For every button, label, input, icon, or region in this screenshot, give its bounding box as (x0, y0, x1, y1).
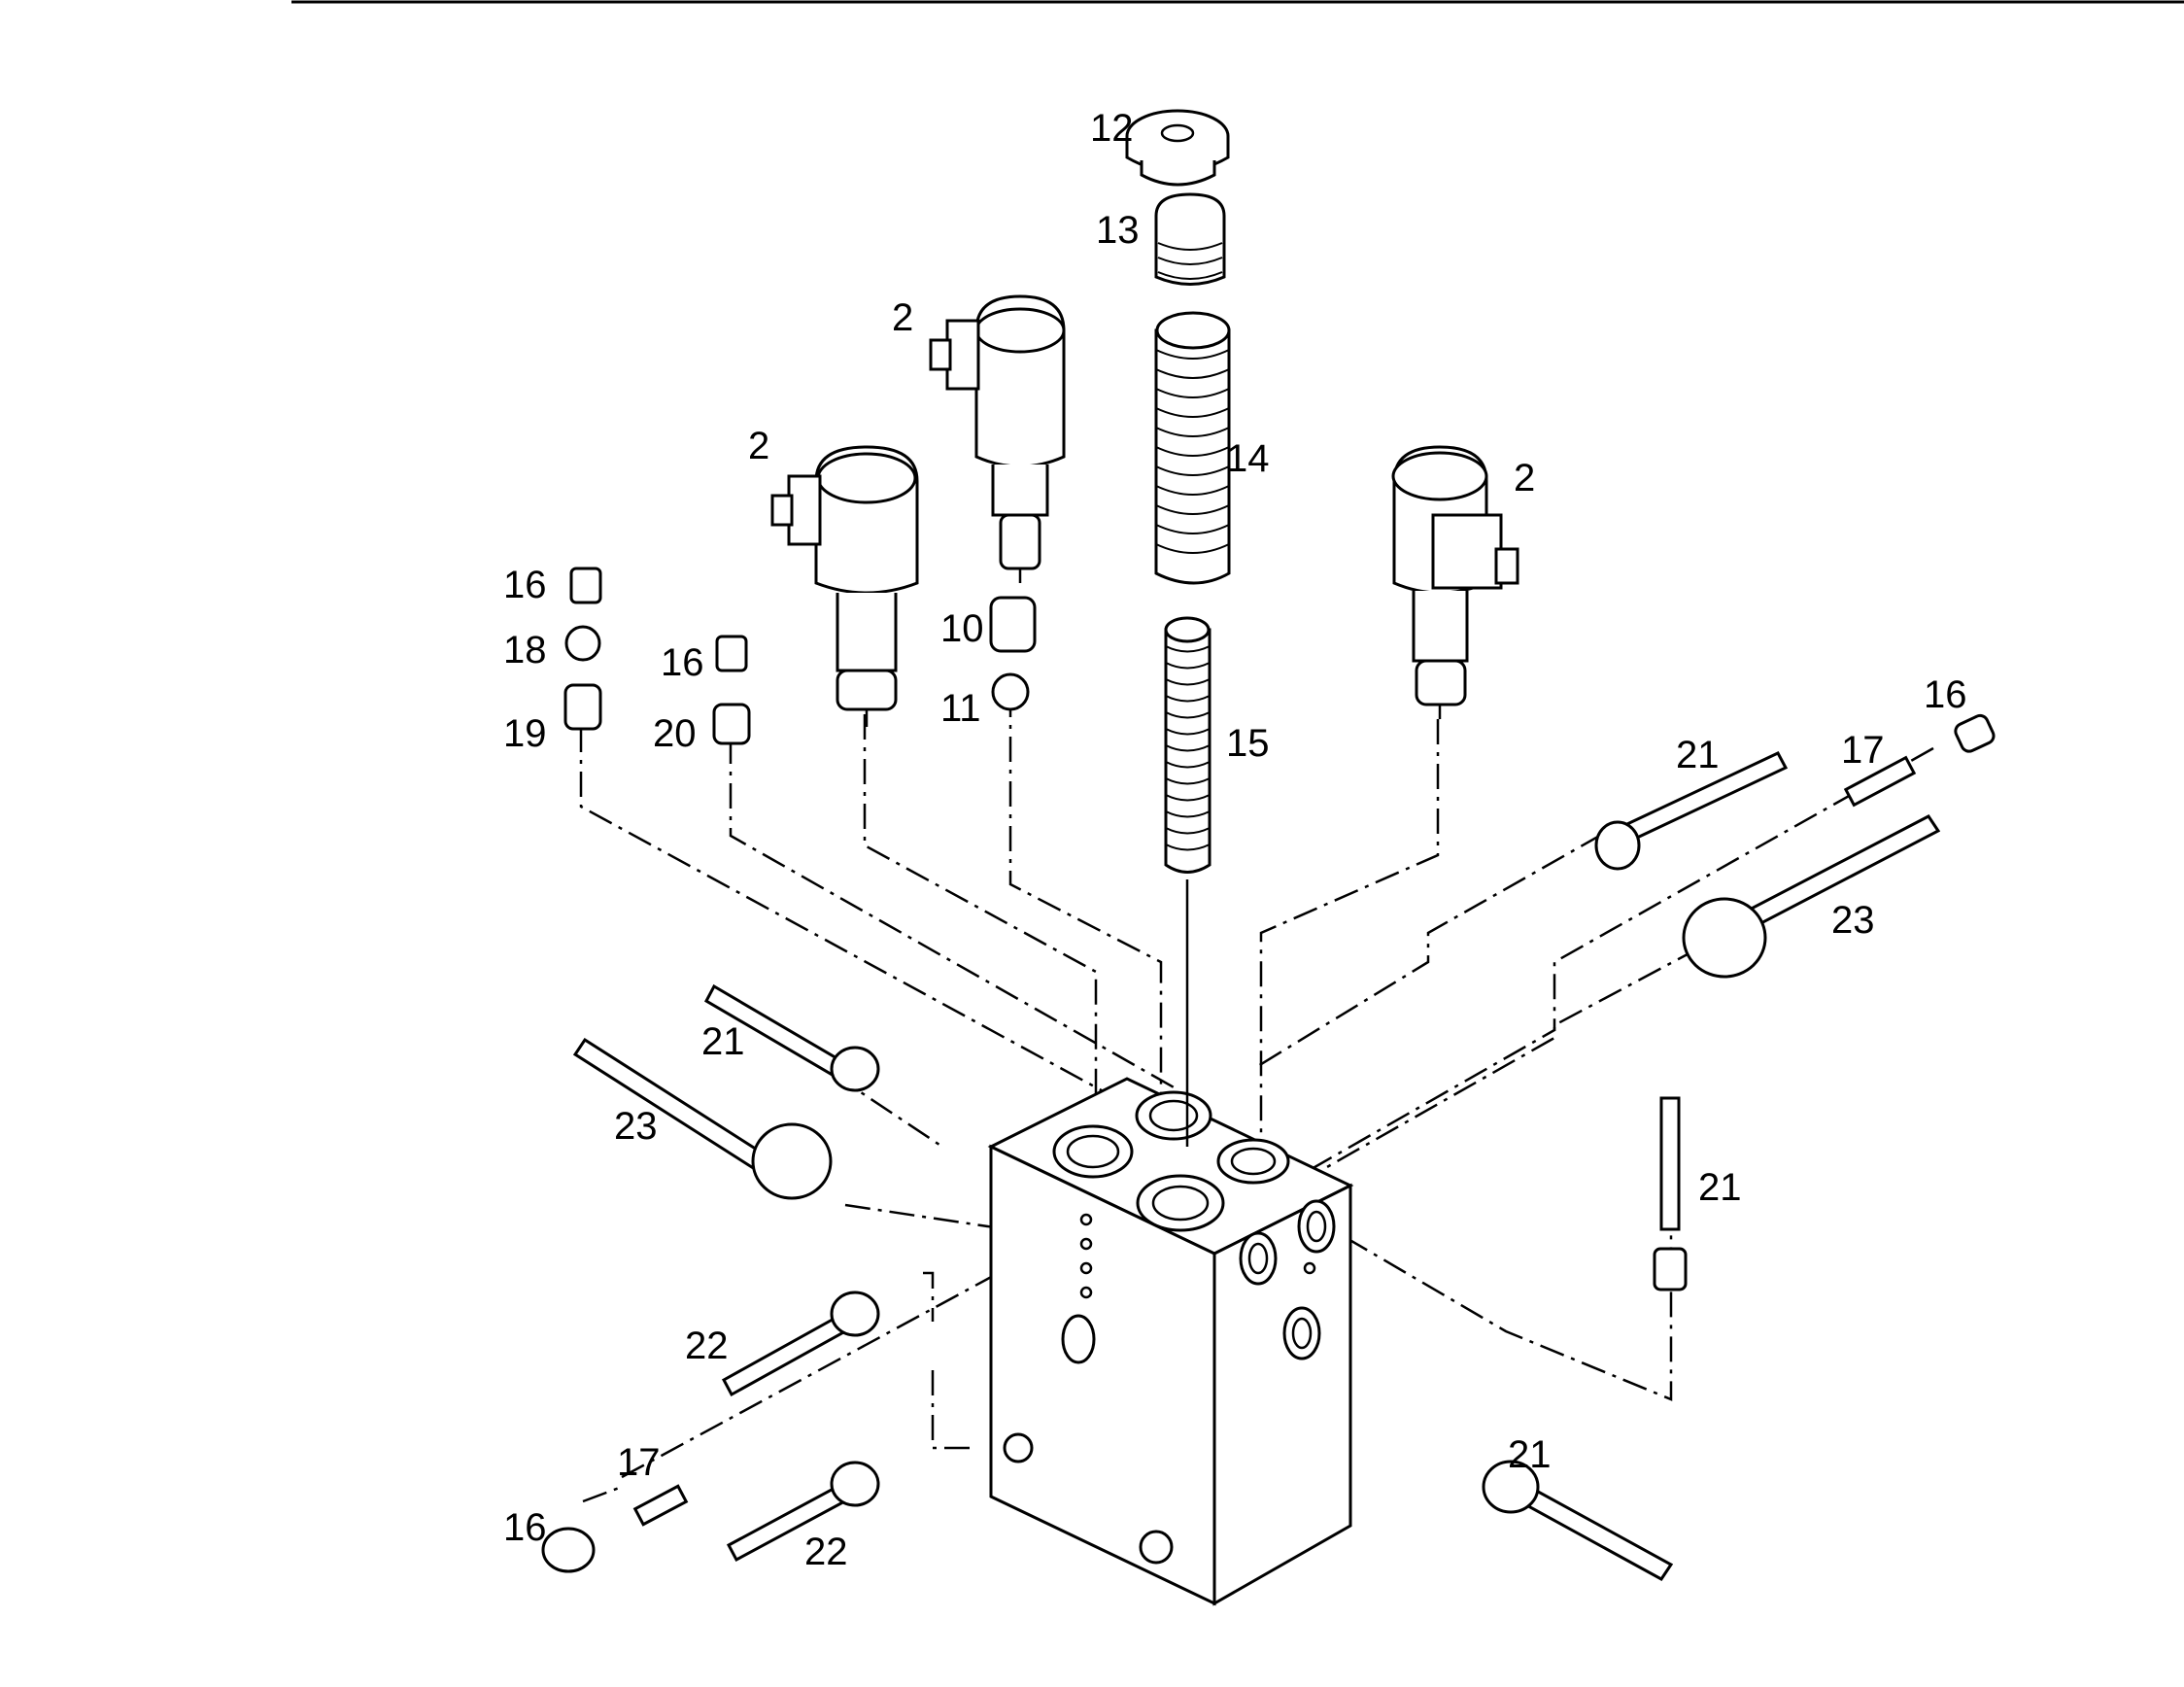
part-15-spring (1164, 616, 1211, 1147)
callout-22-b: 22 (804, 1531, 848, 1573)
callout-labels: 12 13 2 2 2 14 16 18 19 16 20 10 11 15 1… (503, 107, 1967, 1573)
left-parts (541, 983, 880, 1573)
callout-21-b: 21 (701, 1020, 745, 1063)
callout-16-a: 16 (503, 564, 547, 606)
solenoid-valve-upper (929, 294, 1066, 583)
small-parts-left (563, 567, 1037, 745)
callout-19: 19 (503, 712, 547, 755)
solenoid-valve-right (1391, 445, 1519, 719)
callout-16-d: 16 (503, 1506, 547, 1549)
part-12-cap (1125, 109, 1230, 187)
assembly-lines (579, 692, 1934, 1503)
callout-16-b: 16 (661, 641, 704, 684)
callout-10: 10 (940, 607, 984, 650)
callout-2-right: 2 (1514, 457, 1535, 499)
callout-20: 20 (653, 712, 697, 755)
solenoid-valve-left (770, 445, 919, 727)
callout-15: 15 (1226, 722, 1270, 765)
callout-14: 14 (1226, 437, 1270, 480)
callout-12: 12 (1090, 107, 1134, 150)
callout-18: 18 (503, 629, 547, 671)
callout-21-a: 21 (1676, 734, 1720, 776)
callout-2-upper: 2 (892, 296, 913, 339)
right-parts (1482, 713, 1996, 1581)
part-14-spring (1154, 311, 1231, 585)
callout-23-a: 23 (1831, 899, 1875, 942)
callout-17-a: 17 (1841, 729, 1885, 772)
callout-23-b: 23 (614, 1105, 658, 1148)
callout-2-left: 2 (748, 425, 769, 467)
part-13-plug (1154, 192, 1226, 286)
callout-16-c: 16 (1924, 673, 1967, 716)
callout-21-c: 21 (1698, 1166, 1742, 1209)
callout-21-d: 21 (1508, 1433, 1552, 1476)
manifold-block (987, 1077, 1354, 1606)
callout-11: 11 (940, 687, 981, 730)
callout-22-a: 22 (685, 1325, 729, 1367)
callout-13: 13 (1096, 209, 1140, 252)
callout-17-b: 17 (617, 1441, 661, 1484)
